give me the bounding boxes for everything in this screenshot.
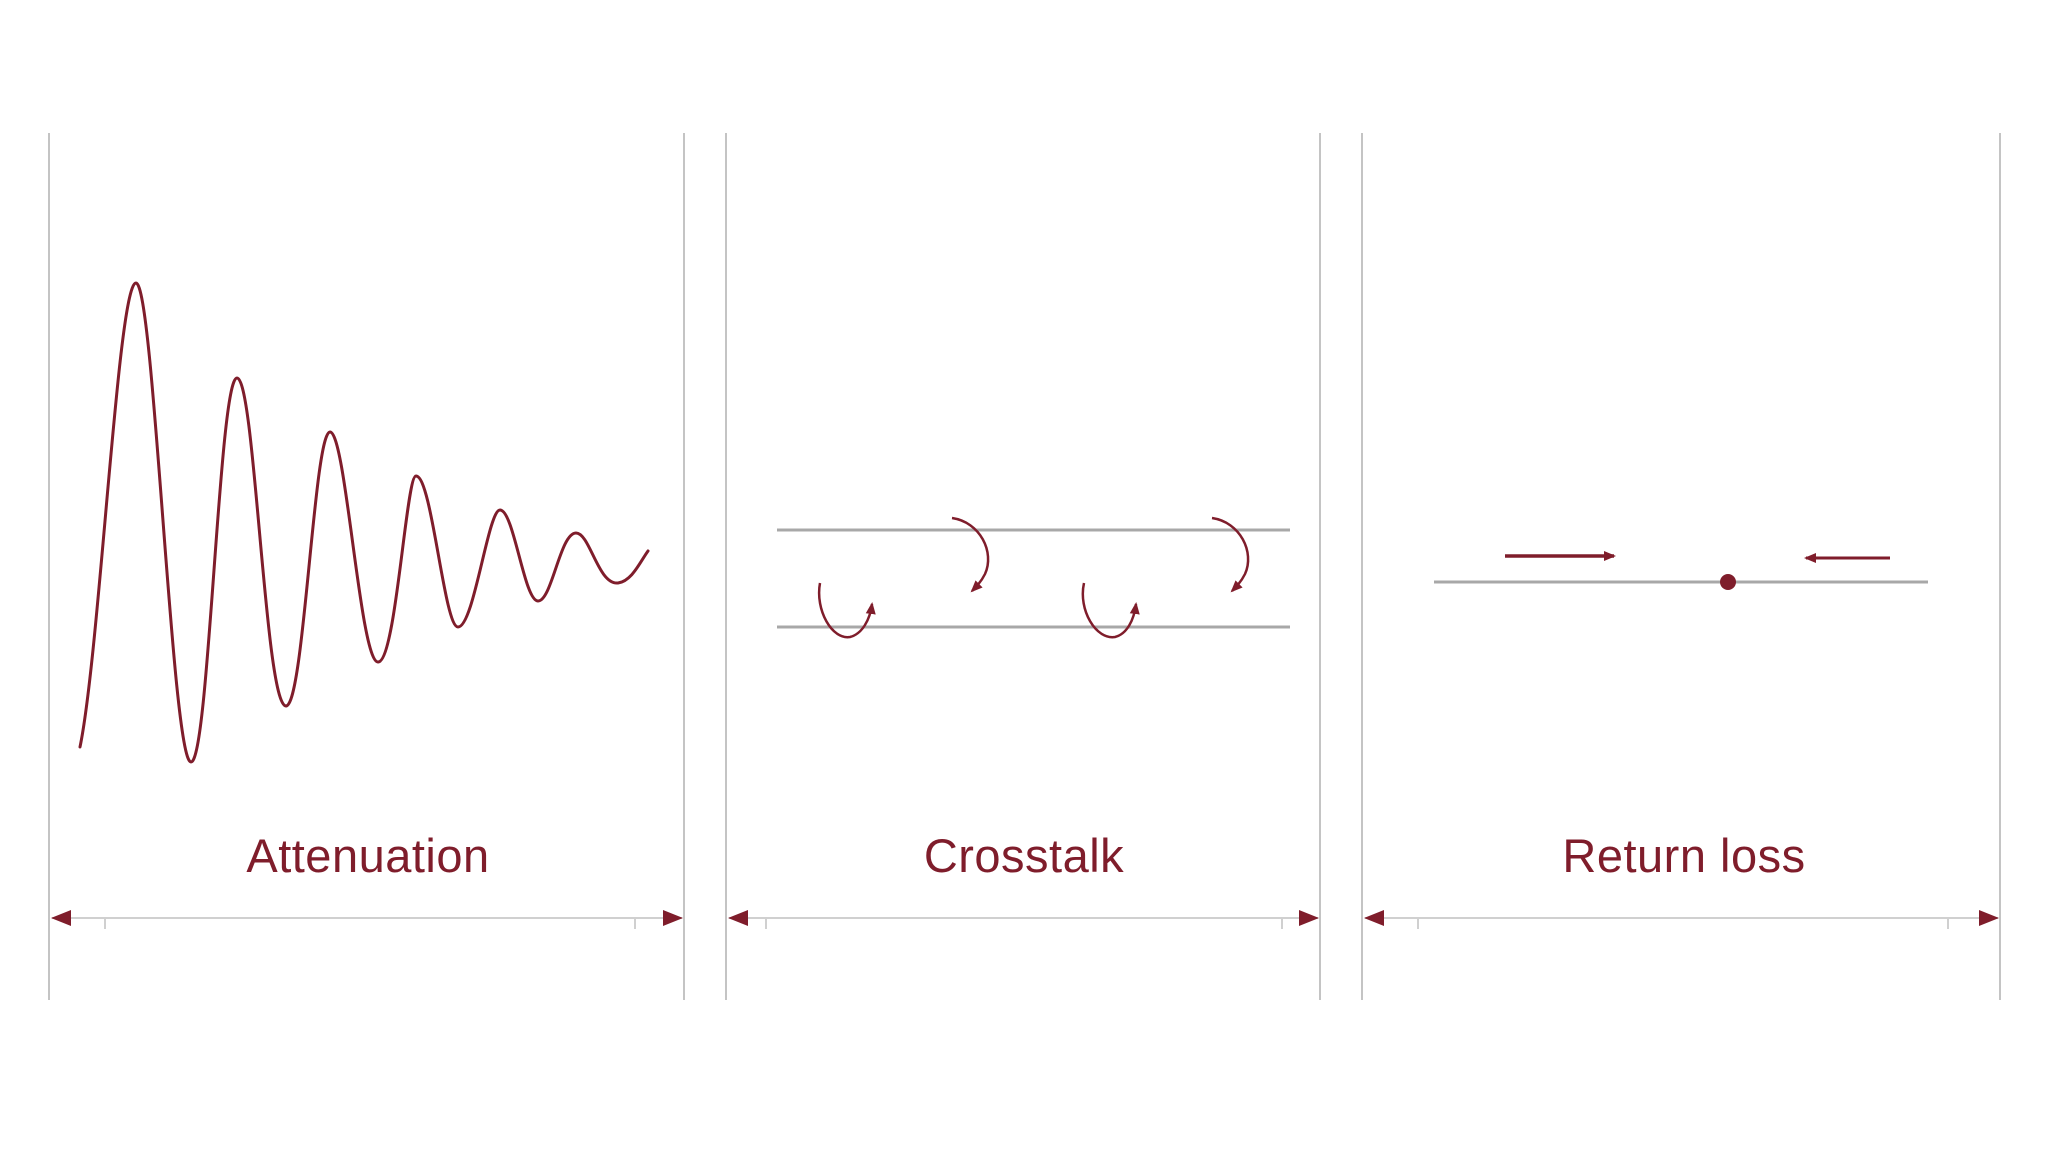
panel-return-loss: Return loss — [1361, 133, 2001, 1000]
attenuated-wave — [78, 281, 650, 764]
coupling-arrow — [951, 516, 990, 593]
panel-label-crosstalk: Crosstalk — [924, 829, 1124, 882]
panel-attenuation: Attenuation — [48, 133, 685, 1000]
coupling-arrow — [817, 582, 876, 639]
coupling-arrow — [1211, 516, 1250, 593]
coupling-arrow — [1081, 582, 1140, 639]
panel-crosstalk: Crosstalk — [725, 133, 1321, 1000]
impedance-mismatch-point — [1720, 574, 1736, 590]
panel-label-attenuation: Attenuation — [246, 829, 489, 882]
panel-label-return-loss: Return loss — [1562, 829, 1805, 882]
